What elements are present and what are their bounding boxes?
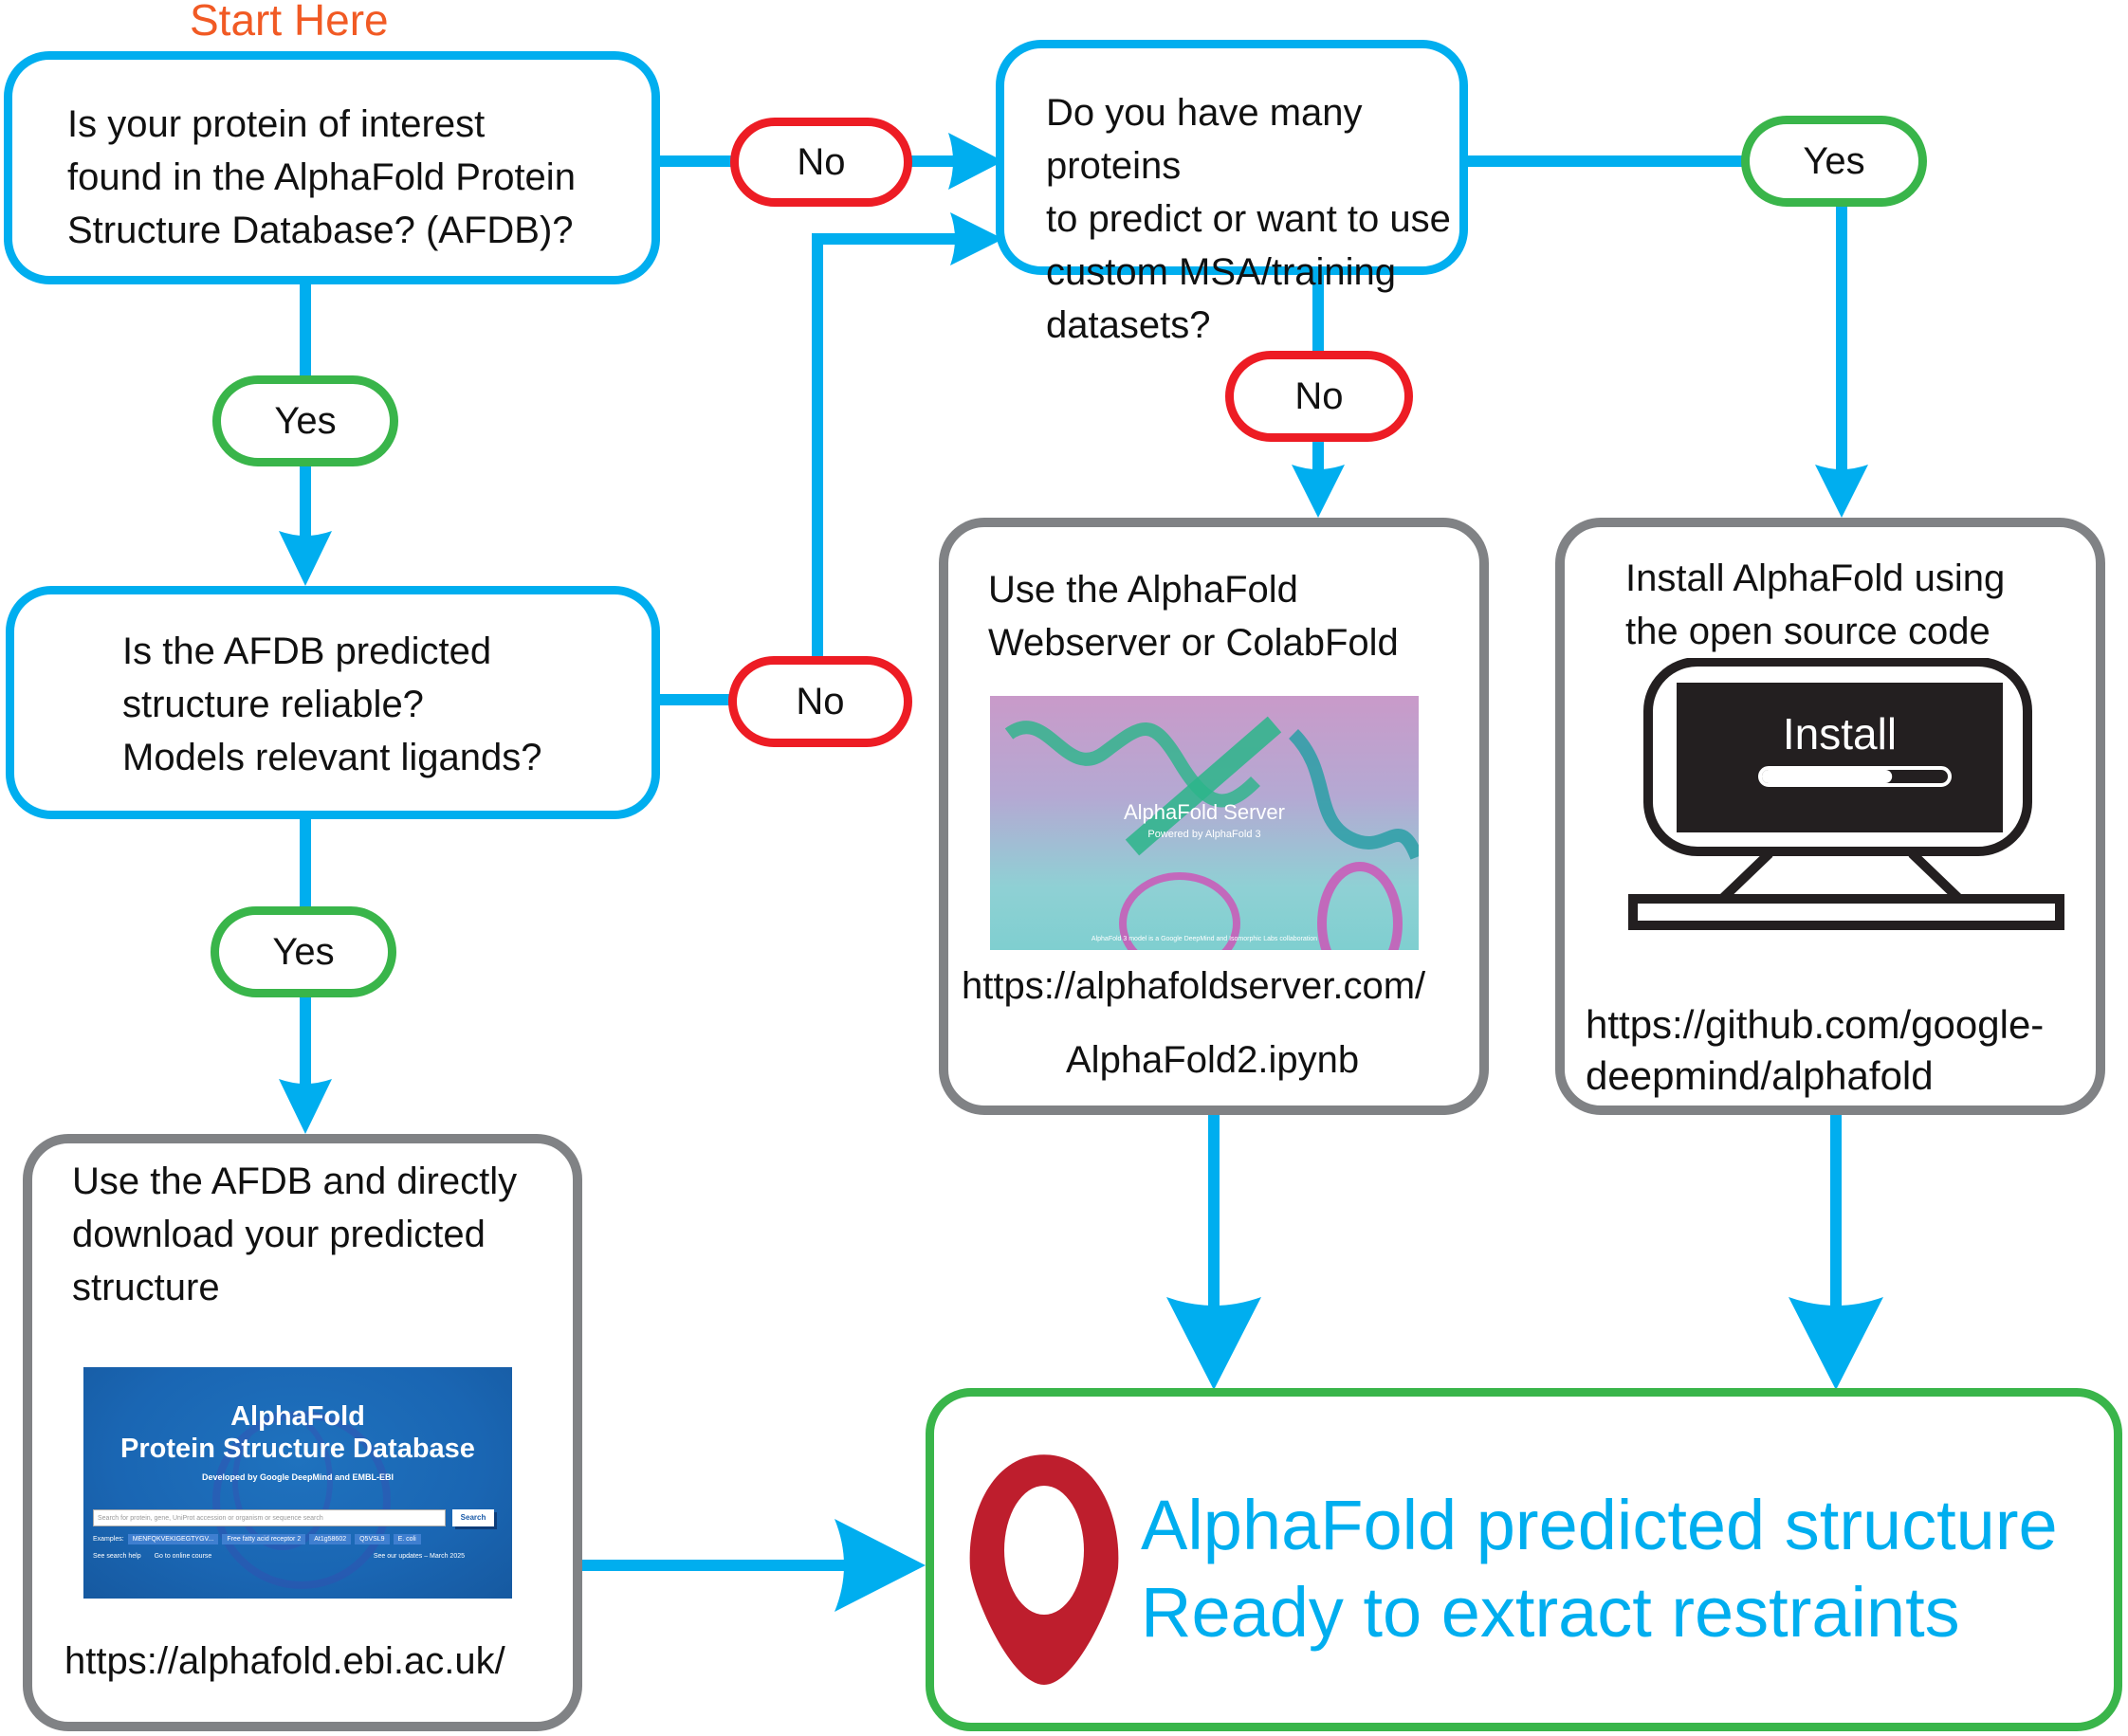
af-server-subtitle: Powered by AlphaFold 3 [1147, 829, 1261, 840]
action-use-webserver[interactable]: Use the AlphaFold Webserver or ColabFold… [939, 518, 1489, 1115]
yes-badge-q2: Yes [211, 906, 396, 997]
arrowhead-q2-yes [279, 1079, 332, 1134]
afdb-search-input[interactable]: Search for protein, gene, UniProt access… [93, 1509, 446, 1526]
question-afdb-reliable[interactable]: Is the AFDB predicted structure reliable… [6, 586, 660, 819]
af-server-footer: AlphaFold 3 model is a Google DeepMind a… [1091, 936, 1318, 942]
afdb-example-chip[interactable]: MENFQKVEKIGEGTYGV... [127, 1534, 219, 1544]
afdb-examples-label: Examples: [93, 1536, 124, 1543]
arrowhead-q3-yes [1815, 465, 1868, 518]
arrowhead-afdb-final [835, 1519, 926, 1612]
af-server-title: AlphaFold Server [1124, 800, 1285, 824]
action-install-local-text: Install AlphaFold using the open source … [1625, 557, 2006, 652]
afdb-screenshot: AlphaFold Protein Structure Database Dev… [83, 1367, 512, 1599]
action-use-webserver-text: Use the AlphaFold Webserver or ColabFold [988, 569, 1399, 664]
action-use-afdb[interactable]: Use the AFDB and directly download your … [23, 1134, 582, 1731]
afdb-example-chip[interactable]: At1g58602 [309, 1534, 352, 1544]
alphafold-server-screenshot: AlphaFold Server Powered by AlphaFold 3 … [990, 696, 1419, 950]
afdb-title-line1: AlphaFold [230, 1401, 365, 1432]
protein-ribbon-icon [1004, 716, 1419, 950]
afdb-example-chip[interactable]: E. coli [393, 1534, 421, 1544]
arrowhead-q1-yes [279, 531, 332, 586]
github-url[interactable]: https://github.com/google- deepmind/alph… [1586, 1002, 2045, 1098]
question-afdb-found[interactable]: Is your protein of interest found in the… [4, 51, 660, 284]
question-many-proteins-text: Do you have many proteins to predict or … [1046, 92, 1451, 346]
no-badge-q3: No [1225, 351, 1413, 442]
afdb-example-chip[interactable]: Free fatty acid receptor 2 [222, 1534, 306, 1544]
yes-badge-q3: Yes [1741, 116, 1927, 207]
afdb-example-chip[interactable]: Q5VSL9 [355, 1534, 390, 1544]
action-use-afdb-text: Use the AFDB and directly download your … [72, 1160, 518, 1308]
arrowhead-q3-no [1292, 465, 1345, 518]
webserver-url[interactable]: https://alphafoldserver.com/ [962, 965, 1426, 1007]
final-result: AlphaFold predicted structure Ready to e… [926, 1388, 2122, 1731]
question-many-proteins[interactable]: Do you have many proteins to predict or … [996, 40, 1468, 346]
monitor-install-label: Install [1783, 709, 1897, 758]
colabfold-notebook[interactable]: AlphaFold2.ipynb [1066, 1039, 1360, 1081]
arrowhead-q2-no [950, 212, 1003, 265]
final-line1: AlphaFold predicted structure [1141, 1486, 2058, 1564]
protein-watermark-icon [212, 1411, 391, 1589]
computer-install-icon: Install [1628, 658, 2064, 930]
yes-badge-q1: Yes [212, 375, 398, 466]
edge-q2-no [654, 233, 967, 705]
arrowhead-install-final [1789, 1297, 1883, 1390]
install-progress-fill [1762, 770, 1893, 783]
final-line2: Ready to extract restraints [1141, 1573, 1960, 1652]
no-badge-q2: No [728, 656, 912, 747]
afdb-course-link[interactable]: Go to online course [154, 1553, 212, 1560]
location-pin-icon [969, 1454, 1119, 1685]
question-afdb-found-text: Is your protein of interest found in the… [67, 103, 576, 251]
arrowhead-q1-no [948, 133, 1003, 190]
no-badge-q1: No [730, 118, 912, 207]
afdb-search-button[interactable]: Search [452, 1509, 494, 1526]
afdb-updates-link[interactable]: See our updates – March 2025 [373, 1553, 465, 1560]
afdb-title-line2: Protein Structure Database [120, 1434, 475, 1464]
afdb-links: See search help Go to online course See … [93, 1553, 503, 1560]
afdb-subtitle: Developed by Google DeepMind and EMBL-EB… [201, 1472, 394, 1482]
afdb-search-help-link[interactable]: See search help [93, 1553, 141, 1560]
question-afdb-reliable-text: Is the AFDB predicted structure reliable… [122, 630, 542, 778]
afdb-examples: Examples: MENFQKVEKIGEGTYGV... Free fatt… [93, 1534, 421, 1544]
arrowhead-webserver-final [1166, 1297, 1261, 1390]
afdb-url[interactable]: https://alphafold.ebi.ac.uk/ [64, 1640, 505, 1682]
action-install-local[interactable]: Install AlphaFold using the open source … [1555, 518, 2105, 1115]
start-here-label: Start Here [190, 0, 389, 45]
